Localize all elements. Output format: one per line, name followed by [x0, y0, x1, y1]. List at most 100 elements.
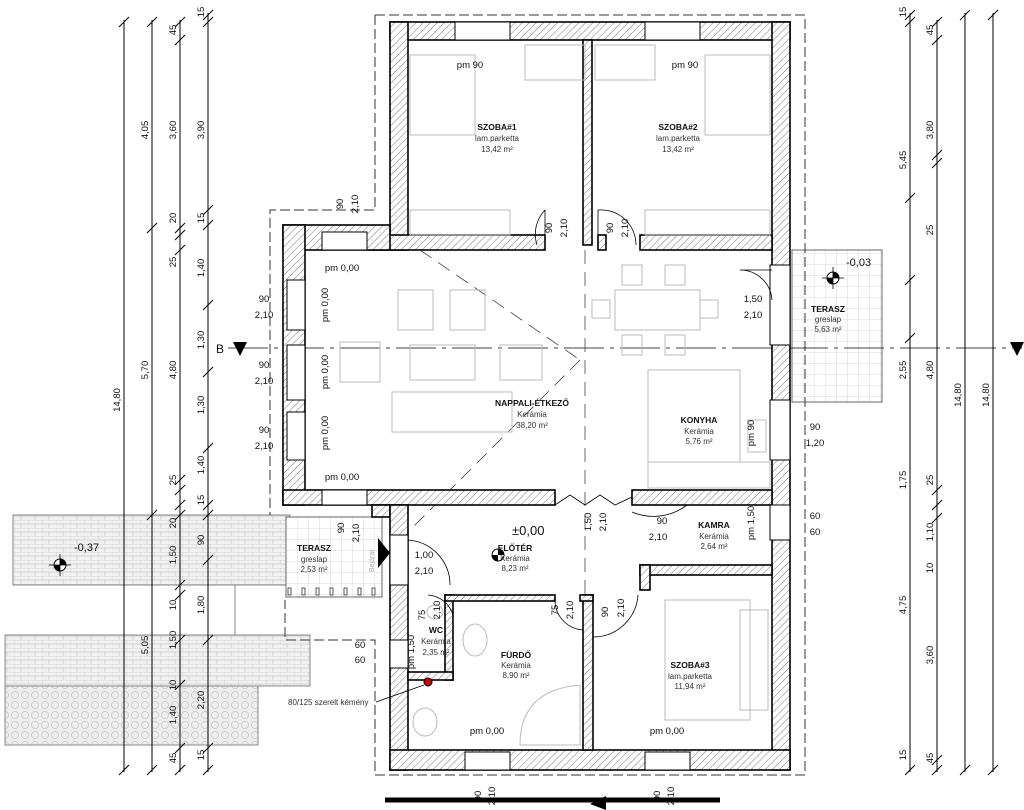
opening-label: 1,50 — [583, 513, 594, 532]
opening-label: pm 0,00 — [325, 263, 359, 274]
dimension-label-right: 14,80 — [981, 383, 992, 407]
dimension-label-left: 15 — [196, 750, 207, 761]
dimension-tick — [202, 299, 214, 311]
dimension-tick — [174, 16, 186, 28]
room-wc: WC Kerámia 2,35 m² — [421, 625, 451, 657]
terrace-entry-paving — [285, 516, 383, 598]
opening-label: 2,10 — [351, 524, 362, 543]
opening-label: pm 0,00 — [325, 472, 359, 483]
opening-label: 90 — [335, 199, 346, 210]
opening-label: 2,10 — [620, 219, 631, 238]
dimension-tick — [931, 484, 943, 496]
dimension-label-left: 3,60 — [168, 121, 179, 140]
dimension-label-left: 15 — [196, 495, 207, 506]
opening-label: 1,50 — [744, 294, 763, 305]
dimension-label-left: 1,80 — [196, 596, 207, 615]
dimension-label-left: 45 — [168, 753, 179, 764]
opening-label: 60 — [355, 640, 366, 651]
dimension-tick — [931, 512, 943, 524]
dimension-tick — [202, 204, 214, 216]
dimension-tick — [904, 9, 916, 21]
dimension-tick — [174, 244, 186, 256]
room-name: WC — [429, 625, 443, 635]
dimension-tick — [904, 332, 916, 344]
room-szoba3: SZOBA#3 lam.parketta 11,94 m² — [668, 660, 713, 691]
dimension-tick — [118, 764, 130, 776]
dimension-label-left: 3,90 — [196, 121, 207, 140]
room-floor: Kerámia — [500, 554, 530, 563]
dimension-tick — [931, 16, 943, 28]
opening-label: 2,10 — [649, 532, 668, 543]
opening-label: 90 — [336, 523, 347, 534]
room-name: SZOBA#3 — [670, 660, 709, 670]
dimension-tick — [174, 742, 186, 754]
dimension-tick — [931, 764, 943, 776]
dimension-tick — [174, 509, 186, 521]
dimension-label-left: 4,05 — [140, 121, 151, 140]
dimension-label-left: 1,40 — [196, 456, 207, 475]
opening-label: 2,10 — [565, 601, 576, 620]
dimension-tick — [174, 679, 186, 691]
opening-label: 2,10 — [616, 599, 627, 618]
room-area: 2,64 m² — [700, 542, 727, 551]
dimension-tick — [202, 509, 214, 521]
opening-label: pm 1,50 — [746, 506, 757, 540]
opening-label: 2,10 — [487, 787, 498, 806]
dimension-label-left: 90 — [196, 535, 207, 546]
opening-label: 90 — [259, 425, 270, 436]
dimension-tick — [987, 764, 999, 776]
dimension-label-right: 3,60 — [925, 646, 936, 665]
dimension-tick — [146, 222, 158, 234]
opening-label: 90 — [600, 607, 611, 618]
opening-label: 2,10 — [666, 787, 677, 806]
room-area: 5,76 m² — [685, 437, 712, 446]
room-name: FÜRDŐ — [501, 649, 532, 660]
dimension-tick — [174, 34, 186, 46]
dimension-label-left: 15 — [196, 7, 207, 18]
dimension-tick — [174, 474, 186, 486]
dimension-label-left: 10 — [168, 680, 179, 691]
room-area: 2,35 m² — [422, 648, 449, 657]
dimension-label-left: 15 — [196, 213, 207, 224]
dimension-label-right: 1,75 — [898, 471, 909, 490]
dimension-label-right: 15 — [898, 750, 909, 761]
dimension-label-right: 25 — [925, 475, 936, 486]
opening-label: 2,10 — [255, 441, 274, 452]
opening-label: 2,10 — [744, 310, 763, 321]
dimension-tick — [174, 634, 186, 646]
level-east-terrace: -0,03 — [846, 257, 871, 269]
windows — [286, 21, 791, 771]
opening-label: 1,20 — [806, 438, 825, 449]
opening-label: pm 0,00 — [320, 288, 331, 322]
opening-label: 90 — [652, 791, 663, 802]
chimney-note: 80/125 szerelt kémény — [288, 698, 369, 707]
entrance-label: Bejárat — [369, 550, 376, 572]
opening-label: 90 — [473, 791, 484, 802]
dimension-label-left: 1,30 — [196, 331, 207, 350]
dimension-tick — [174, 764, 186, 776]
room-floor: Kerámia — [699, 532, 729, 541]
dimension-tick — [118, 16, 130, 28]
dimension-label-left: 2,20 — [196, 691, 207, 710]
opening-label: 90 — [259, 294, 270, 305]
opening-label: 2,10 — [350, 195, 361, 214]
dimension-label-right: 2,55 — [898, 361, 909, 380]
room-kamra: KAMRA Kerámia 2,64 m² — [698, 520, 730, 551]
dimension-label-left: 1,40 — [168, 706, 179, 725]
opening-label: 60 — [810, 511, 821, 522]
roof-outline — [269, 14, 806, 776]
room-floor: lam.parketta — [475, 134, 520, 143]
opening-label: 90 — [605, 223, 616, 234]
door-swings — [407, 209, 773, 638]
dimension-tick — [202, 499, 214, 511]
dimension-label-right: 10 — [925, 563, 936, 574]
room-szoba2: SZOBA#2 lam.parketta 13,42 m² — [656, 122, 701, 154]
opening-label: 2,10 — [598, 513, 609, 532]
dimension-label-left: 20 — [168, 518, 179, 529]
dimension-label-left: 1,50 — [168, 631, 179, 650]
dimension-tick — [959, 764, 971, 776]
section-arrow-left — [233, 342, 247, 356]
room-terasz-entry: TERASZ greslap 2,53 m² — [297, 543, 331, 574]
room-area: 13,42 m² — [662, 145, 694, 154]
